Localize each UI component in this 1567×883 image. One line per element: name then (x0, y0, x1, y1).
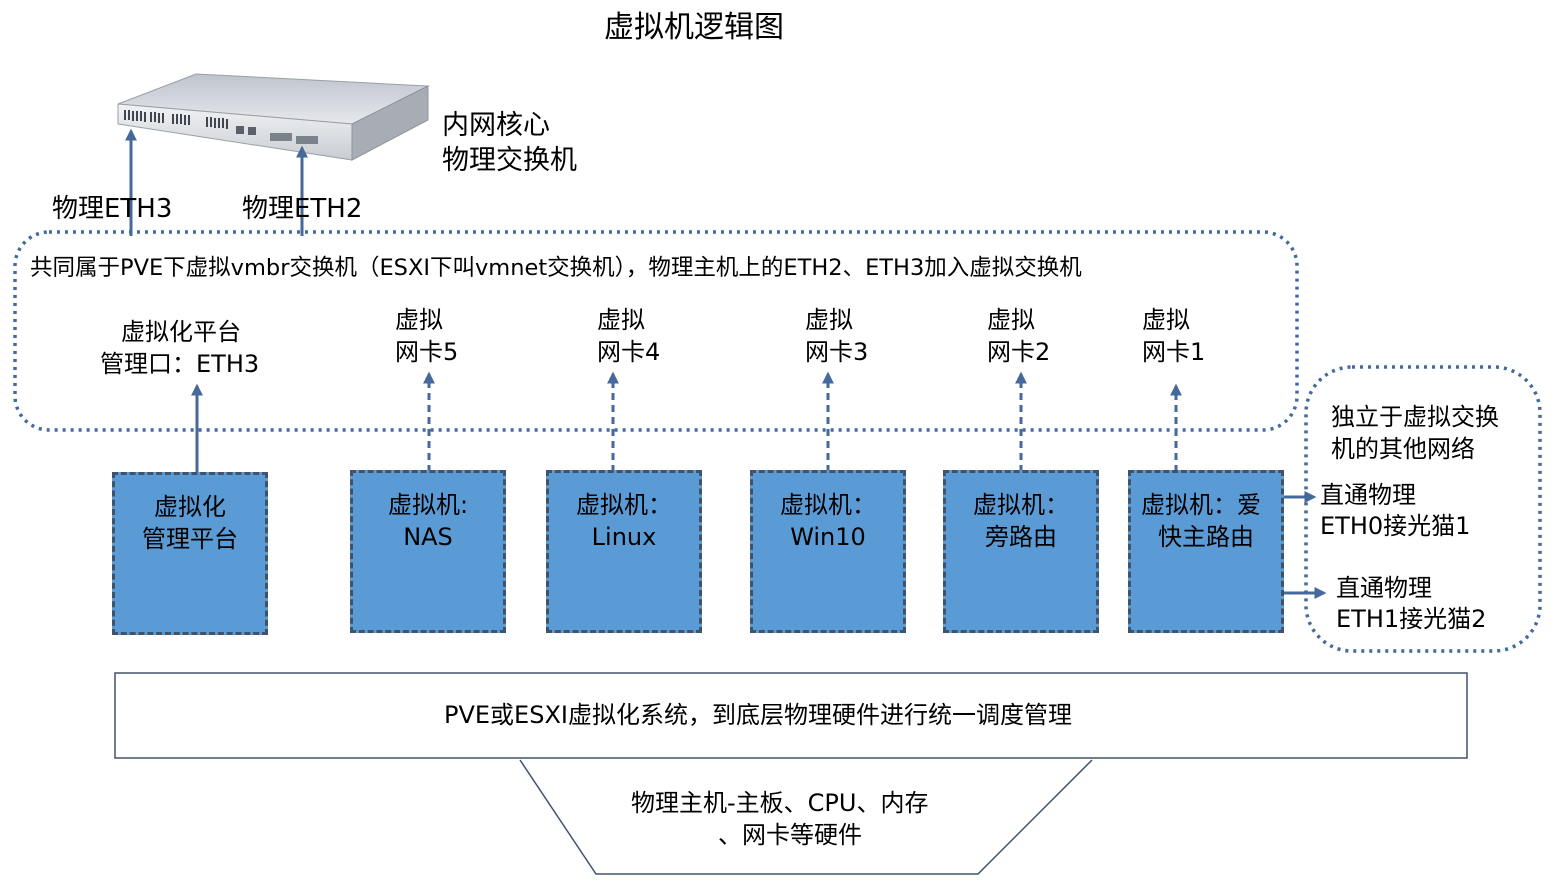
diagram-title: 虚拟机逻辑图 (604, 10, 784, 45)
vm-box-linux: 虚拟机： Linux (546, 470, 702, 633)
vnic1-line1: 虚拟 (1142, 306, 1190, 334)
independent-title-line2: 机的其他网络 (1331, 435, 1475, 463)
hypervisor-box (114, 672, 1468, 759)
core-switch-icon (117, 73, 430, 161)
vm-box-mgmt-platform: 虚拟化 管理平台 (112, 472, 268, 635)
vm-label-line1: 虚拟机: (387, 491, 469, 519)
vm-label-line2: NAS (403, 523, 453, 552)
vmbr-caption: 共同属于PVE下虚拟vmbr交换机（ESXI下叫vmnet交换机），物理主机上的… (30, 255, 1082, 281)
vm-label-line1: 虚拟机： (973, 491, 1069, 519)
vm-label-line1: 虚拟化 (154, 493, 226, 521)
vm-label-line2: Win10 (790, 523, 866, 552)
core-switch-label-line1: 内网核心 (442, 110, 550, 141)
hardware-label-line1: 物理主机-主板、CPU、内存 (631, 789, 929, 817)
vnic2-line2: 网卡2 (987, 338, 1051, 366)
mgmt-port-line1: 虚拟化平台 (121, 318, 241, 346)
vnic1-line2: 网卡1 (1142, 338, 1206, 366)
uplink-eth3-label: 物理ETH3 (52, 194, 173, 224)
vm-label-line2: 快主路由 (1158, 523, 1254, 552)
passthrough-eth0-line2: ETH0接光猫1 (1320, 512, 1471, 540)
vm-label-line1: 虚拟机： (576, 491, 672, 519)
passthrough-eth1-line1: 直通物理 (1336, 574, 1432, 602)
mgmt-port-line2: 管理口：ETH3 (100, 350, 260, 378)
vnic3-line2: 网卡3 (805, 338, 869, 366)
vnic4-line1: 虚拟 (597, 306, 645, 334)
vm-label-line2: 管理平台 (142, 525, 238, 554)
vmbr-frame (13, 230, 1299, 432)
vm-label-line2: 旁路由 (985, 523, 1057, 552)
hypervisor-label: PVE或ESXI虚拟化系统，到底层物理硬件进行统一调度管理 (444, 701, 1072, 729)
vm-box-bypass-router: 虚拟机： 旁路由 (943, 470, 1099, 633)
vm-box-nas: 虚拟机: NAS (350, 470, 506, 633)
hardware-label-line2: 、网卡等硬件 (718, 821, 862, 849)
vm-label-line1: 虚拟机： (780, 491, 876, 519)
vnic5-line1: 虚拟 (395, 306, 443, 334)
hardware-shape (519, 759, 1093, 875)
vm-box-ikuai-router: 虚拟机：爱 快主路由 (1128, 470, 1284, 633)
vm-box-win10: 虚拟机： Win10 (750, 470, 906, 633)
vnic5-line2: 网卡5 (395, 338, 459, 366)
independent-title-line1: 独立于虚拟交换 (1331, 403, 1499, 431)
vnic4-line2: 网卡4 (597, 338, 661, 366)
passthrough-eth1-line2: ETH1接光猫2 (1336, 605, 1487, 633)
core-switch-label-line2: 物理交换机 (442, 145, 577, 176)
uplink-eth2-label: 物理ETH2 (242, 194, 363, 224)
vm-label-line2: Linux (591, 523, 657, 552)
vnic3-line1: 虚拟 (805, 306, 853, 334)
vnic2-line1: 虚拟 (987, 306, 1035, 334)
passthrough-eth0-line1: 直通物理 (1320, 481, 1416, 509)
vm-label-line1: 虚拟机：爱 (1141, 491, 1261, 519)
